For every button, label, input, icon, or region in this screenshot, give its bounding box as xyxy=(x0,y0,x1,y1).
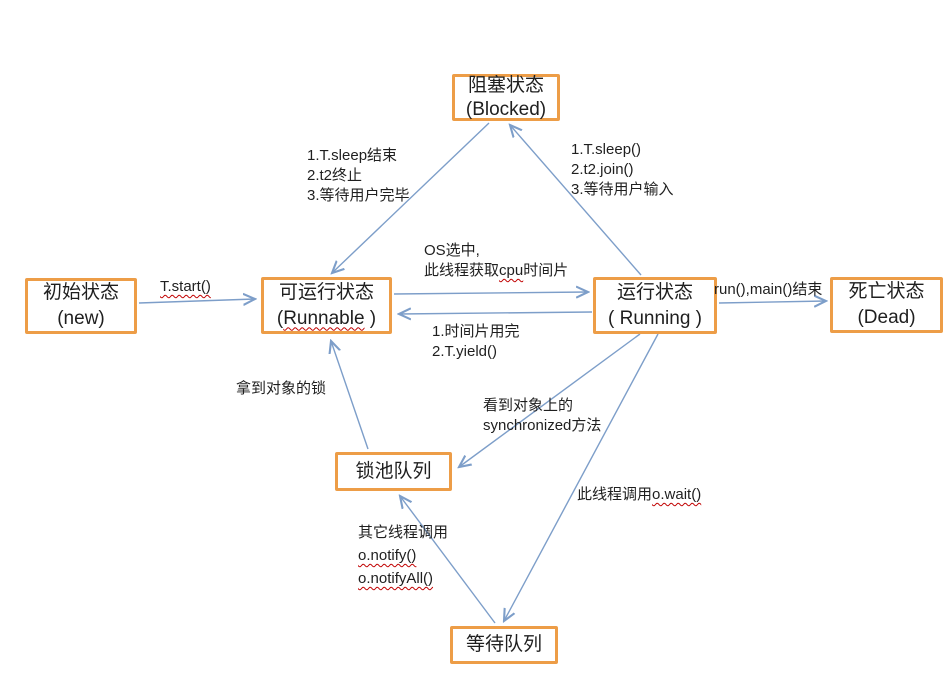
node-wait-queue: 等待队列 xyxy=(450,626,558,664)
node-label: 等待队列 xyxy=(465,634,542,655)
label-timeslice: 1.时间片用完 2.T.yield() xyxy=(432,323,520,360)
arrow-running-to-blocked xyxy=(510,125,642,276)
label-run-main-end: run(),main()结束 xyxy=(714,281,823,298)
label-notify: 其它线程调用 o.notify() o.notifyAll() xyxy=(358,524,449,587)
arrow-waitqueue-to-lockpool xyxy=(400,496,496,624)
node-label: 运行状态 xyxy=(616,281,693,303)
node-label: 初始状态 xyxy=(42,282,119,303)
label-got-lock: 拿到对象的锁 xyxy=(236,380,327,397)
node-label: 锁池队列 xyxy=(355,460,432,482)
label-os-select: OS选中, 此线程获取cpu时间片 xyxy=(424,242,569,279)
node-sublabel: (Runnable ) xyxy=(276,307,377,329)
arrow-blocked-to-runnable xyxy=(332,122,490,273)
node-sublabel: (Blocked) xyxy=(465,98,547,120)
label-running-to-blocked: 1.T.sleep() 2.t2.join() 3.等待用户输入 xyxy=(571,141,674,198)
node-lock-pool: 锁池队列 xyxy=(335,452,452,491)
arrow-running-to-lockpool xyxy=(459,333,641,467)
node-label: 阻塞状态 xyxy=(467,74,544,96)
arrow-lockpool-to-runnable xyxy=(331,341,369,450)
node-sublabel: (new) xyxy=(57,308,105,329)
arrow-running-to-dead xyxy=(718,301,826,303)
label-o-wait: 此线程调用o.wait() xyxy=(577,486,702,503)
arrow-running-to-runnable xyxy=(399,312,593,314)
node-running: 运行状态 ( Running ) xyxy=(593,277,717,334)
node-initial: 初始状态 (new) xyxy=(25,278,137,334)
node-dead: 死亡状态 (Dead) xyxy=(830,277,943,333)
label-t-start: T.start() xyxy=(160,278,211,295)
node-blocked: 阻塞状态 (Blocked) xyxy=(452,74,560,121)
arrow-initial-to-runnable xyxy=(138,299,255,303)
node-sublabel: ( Running ) xyxy=(608,307,702,329)
arrow-runnable-to-running xyxy=(393,292,588,294)
node-sublabel: (Dead) xyxy=(857,307,916,328)
label-blocked-to-runnable: 1.T.sleep结束 2.t2终止 3.等待用户完毕 xyxy=(307,147,410,204)
node-runnable: 可运行状态 (Runnable ) xyxy=(261,277,392,334)
node-label: 可运行状态 xyxy=(278,281,374,303)
label-sync-method: 看到对象上的 synchronized方法 xyxy=(483,397,602,434)
node-label: 死亡状态 xyxy=(848,281,925,302)
arrow-running-to-waitqueue xyxy=(504,333,659,621)
